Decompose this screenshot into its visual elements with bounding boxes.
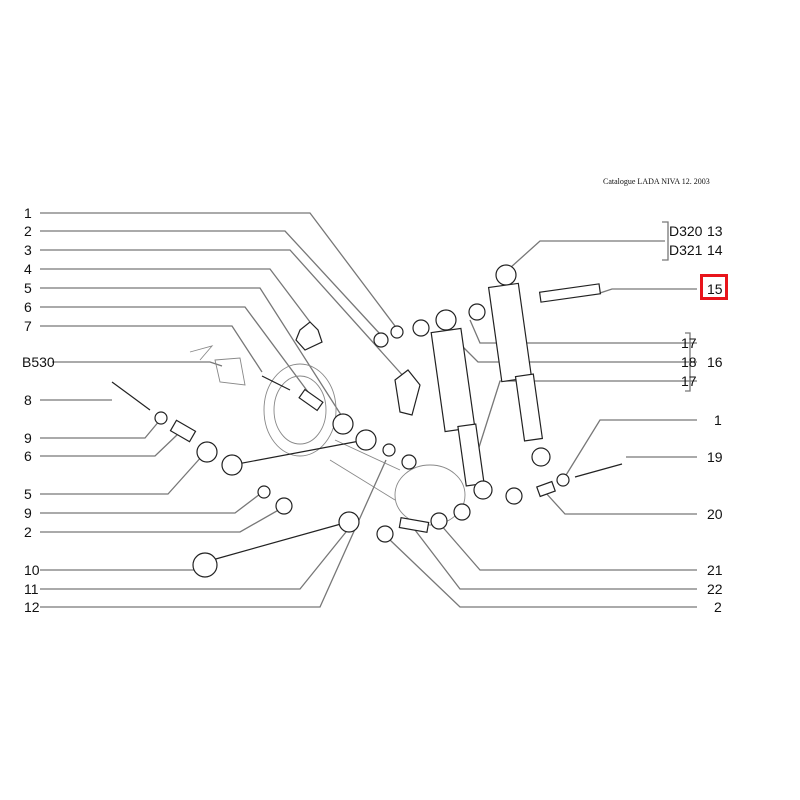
callout-3: 3 bbox=[24, 242, 32, 258]
catalogue-header: Catalogue LADA NIVA 12. 2003 bbox=[603, 177, 710, 186]
shock-absorber-rear bbox=[487, 264, 551, 467]
leader-lines bbox=[40, 212, 697, 608]
callout-12: 12 bbox=[24, 599, 40, 615]
callout-13: 13 bbox=[707, 223, 723, 239]
callout-17b: 17 bbox=[681, 373, 697, 389]
callout-15: 15 bbox=[707, 281, 723, 297]
callout-9: 9 bbox=[24, 430, 32, 446]
callout-16: 16 bbox=[707, 354, 723, 370]
highlight-box bbox=[700, 274, 728, 300]
axle-housing bbox=[189, 345, 466, 526]
callout-22: 22 bbox=[707, 581, 723, 597]
callout-1: 1 bbox=[24, 205, 32, 221]
callout-6: 6 bbox=[24, 299, 32, 315]
callout-19: 19 bbox=[707, 449, 723, 465]
callout-1b: 1 bbox=[714, 412, 722, 428]
callout-18: 18 bbox=[681, 354, 697, 370]
callout-7: 7 bbox=[24, 318, 32, 334]
callout-8: 8 bbox=[24, 392, 32, 408]
shock-absorber-front bbox=[430, 309, 493, 521]
control-arms bbox=[192, 429, 377, 578]
ref-d321[interactable]: D321 bbox=[669, 242, 703, 258]
ref-d320[interactable]: D320 bbox=[669, 223, 703, 239]
callout-6b: 6 bbox=[24, 448, 32, 464]
callout-5: 5 bbox=[24, 280, 32, 296]
callout-5b: 5 bbox=[24, 486, 32, 502]
callout-11: 11 bbox=[24, 581, 39, 597]
callout-2: 2 bbox=[24, 223, 32, 239]
callout-2c: 2 bbox=[714, 599, 722, 615]
callout-20: 20 bbox=[707, 506, 723, 522]
callout-14: 14 bbox=[707, 242, 723, 258]
bushings-and-fasteners bbox=[111, 283, 623, 543]
callout-10: 10 bbox=[24, 562, 40, 578]
callout-17: 17 bbox=[681, 335, 697, 351]
callout-21: 21 bbox=[707, 562, 723, 578]
callout-9b: 9 bbox=[24, 505, 32, 521]
callout-4: 4 bbox=[24, 261, 32, 277]
callout-2b: 2 bbox=[24, 524, 32, 540]
callout-b530: B530 bbox=[22, 354, 55, 370]
